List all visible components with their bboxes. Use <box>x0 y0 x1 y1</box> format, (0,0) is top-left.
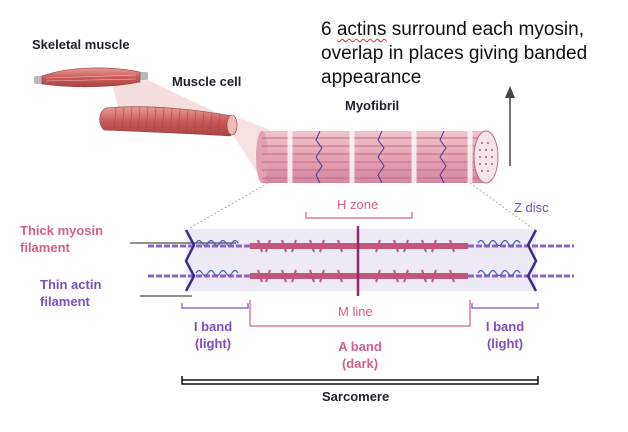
note-word-actins: actins <box>336 19 387 40</box>
label-thin-actin-line2: filament <box>40 294 90 309</box>
annotation-note: 6 actins surround each myosin, overlap i… <box>321 18 587 90</box>
label-i-band-left: I band (light) <box>190 318 236 352</box>
label-i-band-right: I band (light) <box>480 318 530 352</box>
label-i-band-left-line2: (light) <box>194 336 232 351</box>
note-line3: appearance <box>321 67 422 88</box>
a-band-bracket <box>249 300 471 327</box>
label-thin-actin: Thin actin filament <box>40 276 101 310</box>
label-a-band: A band (dark) <box>332 338 388 372</box>
note-line1-rest: surround each myosin, <box>391 19 584 40</box>
label-thick-myosin-line2: filament <box>20 240 70 255</box>
label-a-band-line2: (dark) <box>341 356 379 371</box>
note-line2: overlap in places giving banded <box>321 43 588 64</box>
label-muscle-cell: Muscle cell <box>172 74 242 89</box>
i-band-left-bracket <box>181 303 249 309</box>
muscle-cell-illustration <box>99 106 238 137</box>
label-thick-myosin: Thick myosin filament <box>20 222 103 256</box>
note-word-6: 6 <box>321 19 332 40</box>
label-myofibril: Myofibril <box>345 98 400 113</box>
label-a-band-line1: A band <box>338 339 382 354</box>
label-m-line: M line <box>338 304 373 319</box>
label-thin-actin-line1: Thin actin <box>40 277 102 292</box>
label-i-band-left-line1: I band <box>193 319 233 334</box>
zoom-line-left <box>189 182 269 229</box>
label-i-band-right-line2: (light) <box>486 336 524 351</box>
skeletal-muscle-illustration <box>34 67 148 88</box>
zoom-line-right <box>469 182 533 229</box>
label-i-band-right-line1: I band <box>485 319 525 334</box>
label-z-disc: Z disc <box>514 200 549 215</box>
i-band-right-bracket <box>471 303 539 309</box>
z-disc-right <box>526 229 538 292</box>
sarcomere-region <box>186 229 536 291</box>
label-thick-myosin-line1: Thick myosin <box>20 223 104 238</box>
myofibril-illustration <box>256 130 499 184</box>
label-skeletal-muscle: Skeletal muscle <box>32 37 130 52</box>
label-h-zone: H zone <box>337 197 379 212</box>
z-disc-left <box>184 229 196 292</box>
label-sarcomere: Sarcomere <box>322 389 390 404</box>
annotation-arrow <box>505 86 515 166</box>
h-zone-bracket <box>305 212 413 219</box>
